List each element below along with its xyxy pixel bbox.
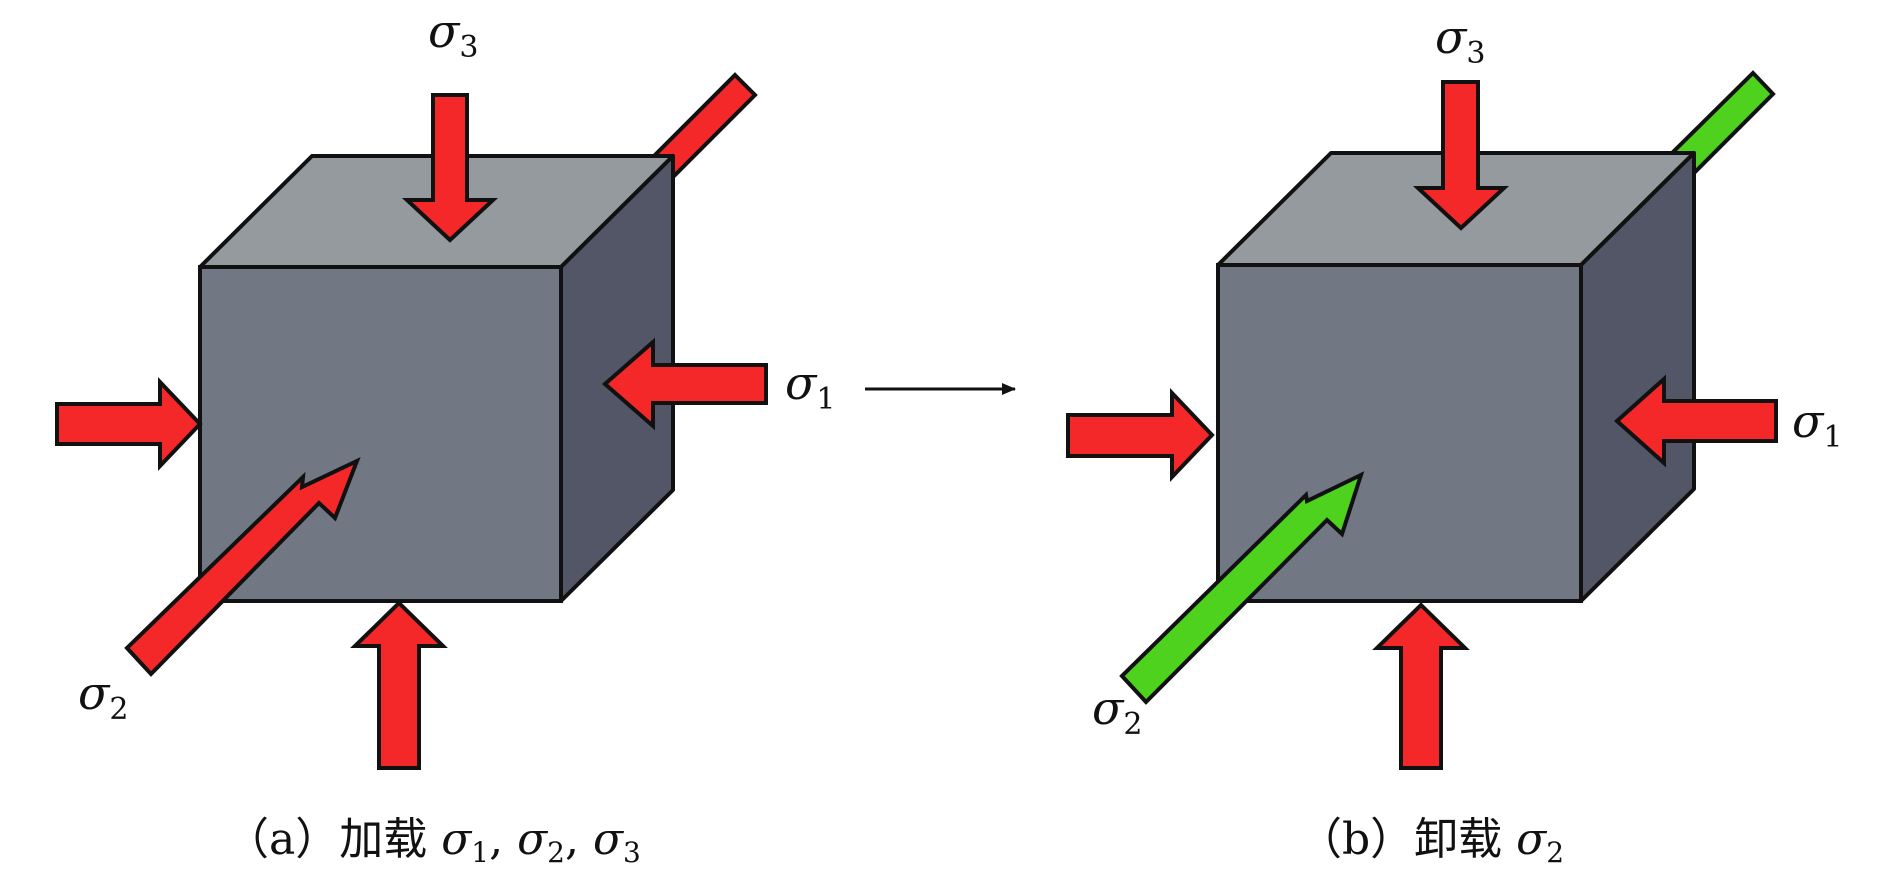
- label-b-sigma3: σ3: [1435, 10, 1486, 71]
- left-arrow: [55, 377, 203, 471]
- bottom-arrow-b: [1372, 602, 1470, 770]
- label-b-sigma1: σ1: [1792, 394, 1843, 455]
- panel-b: [1066, 70, 1778, 770]
- sigma1-right-arrow: [601, 337, 768, 431]
- sigma1-right-arrow-b: [1613, 374, 1778, 468]
- caption-a: （a）加载 σ1, σ2, σ3: [225, 814, 641, 869]
- left-arrow-b: [1066, 388, 1215, 482]
- sigma2-diagonal-arrow: [124, 457, 361, 677]
- label-a-sigma2: σ2: [78, 666, 129, 727]
- sigma2-diagonal-arrow-green: [1119, 471, 1365, 705]
- label-b-sigma2: σ2: [1092, 681, 1143, 742]
- panel-a: [55, 72, 768, 770]
- label-a-sigma3: σ3: [428, 4, 479, 65]
- sigma3-top-arrow: [401, 93, 499, 243]
- bottom-arrow: [350, 600, 448, 770]
- sigma3-top-arrow-b: [1412, 80, 1510, 231]
- caption-b: （b）卸载 σ2: [1298, 814, 1565, 869]
- label-a-sigma1: σ1: [785, 356, 836, 417]
